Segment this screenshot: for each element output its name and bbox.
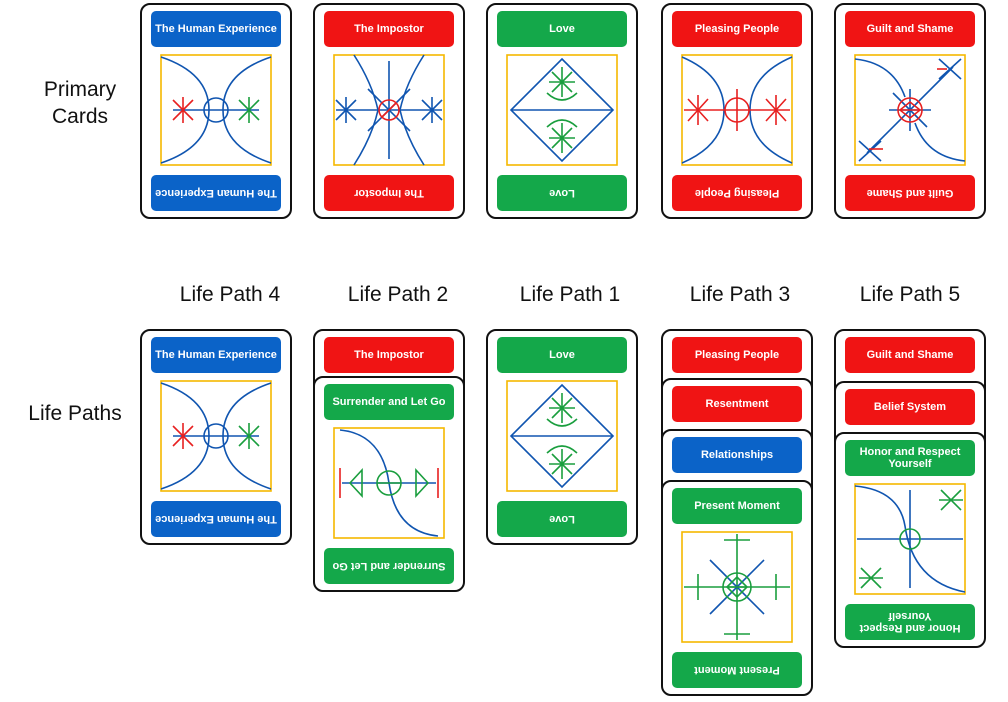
human-experience-icon — [159, 379, 273, 493]
present-moment-icon — [680, 530, 794, 644]
life-path-3-card-present-moment[interactable]: Present Moment Present Moment — [661, 480, 813, 696]
card-title: Love — [497, 11, 627, 47]
card-title-inverted: Love — [497, 501, 627, 537]
guilt-and-shame-icon — [853, 53, 967, 167]
primary-card-love[interactable]: Love Love — [486, 3, 638, 219]
card-title-inverted: Pleasing People — [672, 175, 802, 211]
human-experience-icon — [159, 53, 273, 167]
card-title: Surrender and Let Go — [324, 384, 454, 420]
card-title: Resentment — [672, 386, 802, 422]
card-title: Love — [497, 337, 627, 373]
card-title: Guilt and Shame — [845, 11, 975, 47]
life-path-heading: Life Path 2 — [347, 283, 449, 306]
love-icon — [505, 379, 619, 493]
honor-and-respect-icon — [853, 482, 967, 596]
card-title: Present Moment — [672, 488, 802, 524]
card-title-inverted: Love — [497, 175, 627, 211]
card-title-inverted: Present Moment — [672, 652, 802, 688]
card-title: The Impostor — [324, 337, 454, 373]
life-path-2-card-surrender[interactable]: Surrender and Let Go Surrender and Let G… — [313, 376, 465, 592]
primary-card-the-impostor[interactable]: The Impostor The Impostor — [313, 3, 465, 219]
card-title: Relationships — [672, 437, 802, 473]
life-paths-label: Life Paths — [28, 402, 122, 425]
card-title: The Human Experience — [151, 337, 281, 373]
card-title: The Human Experience — [151, 11, 281, 47]
card-title-inverted: The Human Experience — [151, 501, 281, 537]
life-path-heading: Life Path 1 — [519, 283, 621, 306]
primary-card-guilt-and-shame[interactable]: Guilt and Shame Guilt and Shame — [834, 3, 986, 219]
life-path-heading: Life Path 4 — [179, 283, 281, 306]
card-title: Pleasing People — [672, 337, 802, 373]
love-icon — [505, 53, 619, 167]
life-path-heading: Life Path 3 — [689, 283, 791, 306]
surrender-icon — [332, 426, 446, 540]
primary-card-human-experience[interactable]: The Human Experience The Human Experienc… — [140, 3, 292, 219]
card-title-inverted: Honor and Respect Yourself — [845, 604, 975, 640]
primary-card-pleasing-people[interactable]: Pleasing People Pleasing People — [661, 3, 813, 219]
life-path-heading: Life Path 5 — [859, 283, 961, 306]
life-path-5-card-honor-and-respect[interactable]: Honor and Respect Yourself Honor and Res… — [834, 432, 986, 648]
card-title: Belief System — [845, 389, 975, 425]
impostor-icon — [332, 53, 446, 167]
card-title: Pleasing People — [672, 11, 802, 47]
life-path-4-card-human-experience[interactable]: The Human Experience The Human Experienc… — [140, 329, 292, 545]
card-title-inverted: The Impostor — [324, 175, 454, 211]
primary-cards-label: Primary Cards — [43, 78, 117, 128]
pleasing-people-icon — [680, 53, 794, 167]
card-title-inverted: The Human Experience — [151, 175, 281, 211]
card-title-inverted: Guilt and Shame — [845, 175, 975, 211]
card-title: The Impostor — [324, 11, 454, 47]
life-path-1-card-love[interactable]: Love Love — [486, 329, 638, 545]
card-title: Honor and Respect Yourself — [845, 440, 975, 476]
card-title: Guilt and Shame — [845, 337, 975, 373]
card-title-inverted: Surrender and Let Go — [324, 548, 454, 584]
